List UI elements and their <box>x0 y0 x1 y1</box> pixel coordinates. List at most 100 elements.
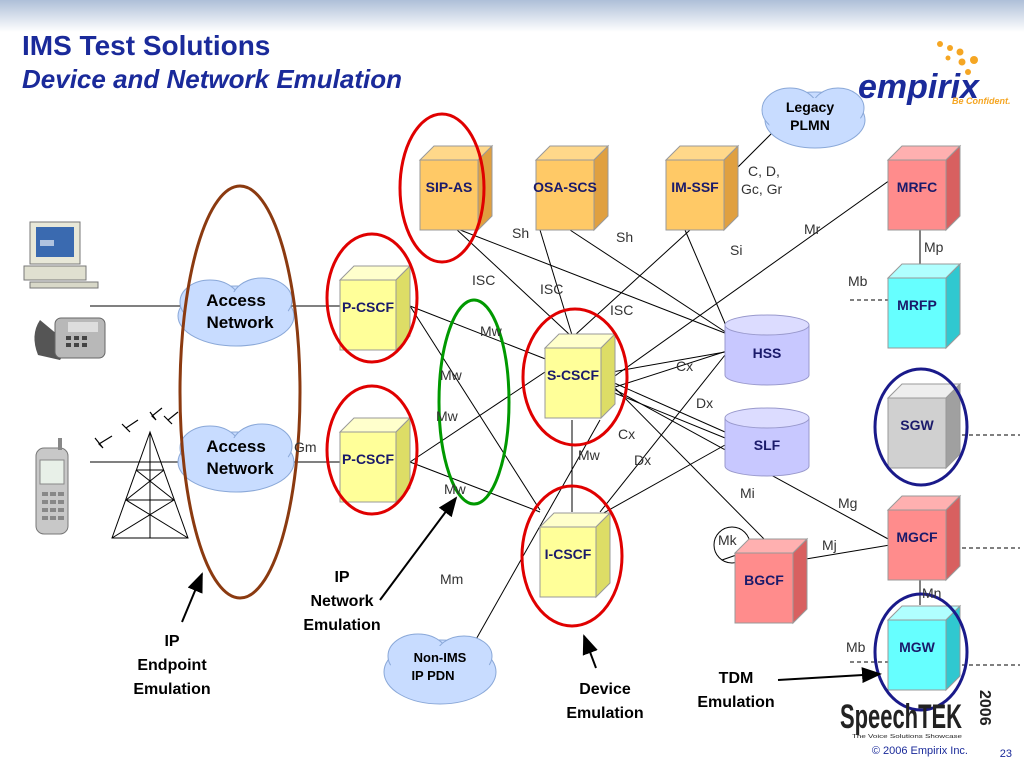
i-cscf-ring <box>520 484 624 628</box>
iface-isc-1: ISC <box>472 272 495 288</box>
iface-mi: Mi <box>740 485 755 501</box>
non-ims-line1: Non-IMS <box>414 650 467 665</box>
node-mgw: MGW <box>886 604 962 692</box>
sip-as-ring <box>398 112 486 264</box>
ip-endpoint-line2: Endpoint <box>137 657 207 674</box>
access-network-2-line1: Access <box>206 437 266 456</box>
iface-cdgcgr-2: Gc, Gr <box>741 181 783 197</box>
node-im-ssf: IM-SSF <box>664 144 740 232</box>
iface-si: Si <box>730 242 742 258</box>
node-bgcf: BGCF <box>733 537 809 625</box>
connection-lines <box>90 129 1020 666</box>
ip-network-line1: IP <box>334 569 349 586</box>
iface-mj: Mj <box>822 537 837 553</box>
speechtek-name: SpeechTEK <box>840 698 962 736</box>
page-number: 23 <box>999 748 1012 760</box>
node-mrfp-label: MRFP <box>897 297 937 313</box>
node-mrfc: MRFC <box>886 144 962 232</box>
sgw-ring <box>873 367 969 487</box>
iface-mb-2: Mb <box>846 639 866 655</box>
slide-title: IMS Test Solutions <box>22 30 271 61</box>
access-network-2-line2: Network <box>206 459 274 478</box>
node-mgcf: MGCF <box>886 494 962 582</box>
node-s-cscf-label: S-CSCF <box>547 367 600 383</box>
iface-mk: Mk <box>718 532 738 548</box>
cloud-access-network-2: Access Network <box>177 423 295 493</box>
ip-endpoint-line3: Emulation <box>133 681 210 698</box>
slf-database: SLF <box>724 407 810 477</box>
ip-endpoint-ring <box>178 184 302 600</box>
logo-dots-icon <box>937 41 978 75</box>
node-p-cscf-2-label: P-CSCF <box>342 451 395 467</box>
node-p-cscf-2: P-CSCF <box>338 416 412 504</box>
node-bgcf-label: BGCF <box>744 572 784 588</box>
ip-network-ring <box>437 298 511 506</box>
iface-mn: Mn <box>922 585 941 601</box>
cloud-legacy-line1: Legacy <box>786 99 834 115</box>
cloud-legacy-plmn: Legacy PLMN <box>761 87 866 149</box>
iface-isc-3: ISC <box>610 302 633 318</box>
top-gradient-bar <box>0 0 1024 32</box>
iface-cdgcgr-1: C, D, <box>748 163 780 179</box>
node-i-cscf-label: I-CSCF <box>545 546 592 562</box>
footer-copyright: © 2006 Empirix Inc. <box>871 745 968 757</box>
iface-sh-1: Sh <box>512 225 529 241</box>
p-cscf-1-ring <box>325 232 419 364</box>
hss-database: HSS <box>724 314 810 386</box>
node-mrfc-label: MRFC <box>897 179 937 195</box>
iface-dx-1: Dx <box>696 395 713 411</box>
iface-cx-2: Cx <box>618 426 635 442</box>
s-cscf-ring <box>521 307 629 447</box>
tdm-line1: TDM <box>719 670 754 687</box>
node-p-cscf-1: P-CSCF <box>338 264 412 352</box>
iface-mw-1: Mw <box>480 323 503 339</box>
iface-mw-5: Mw <box>578 447 601 463</box>
ip-network-line3: Emulation <box>303 617 380 634</box>
tdm-line2: Emulation <box>697 694 774 711</box>
iface-sh-2: Sh <box>616 229 633 245</box>
slide-subtitle: Device and Network Emulation <box>22 64 402 94</box>
iface-mm: Mm <box>440 571 463 587</box>
device-line1: Device <box>579 681 631 698</box>
ip-endpoint-line1: IP <box>164 633 179 650</box>
node-mgw-label: MGW <box>899 639 936 655</box>
mgw-ring <box>873 592 969 712</box>
tdm-arrow <box>777 667 882 684</box>
node-s-cscf: S-CSCF <box>543 332 617 420</box>
node-p-cscf-1-label: P-CSCF <box>342 299 395 315</box>
iface-mw-2: Mw <box>440 367 463 383</box>
node-sgw-label: SGW <box>900 417 934 433</box>
node-osa-scs: OSA-SCS <box>533 144 610 232</box>
desk-phone-icon <box>34 317 106 360</box>
desktop-computer-icon <box>23 221 99 289</box>
device-line2: Emulation <box>566 705 643 722</box>
cloud-non-ims: Non-IMS IP PDN <box>383 633 497 705</box>
iface-mw-3: Mw <box>436 408 459 424</box>
access-network-1-line2: Network <box>206 313 274 332</box>
speechtek-logo: SpeechTEK 2006 The Voice Solutions Showc… <box>840 690 993 740</box>
cloud-legacy-line2: PLMN <box>790 117 830 133</box>
iface-cx-1: Cx <box>676 358 693 374</box>
ip-endpoint-arrow <box>181 572 203 623</box>
node-sip-as-label: SIP-AS <box>426 179 473 195</box>
logo-tagline: Be Confident. <box>952 96 1011 106</box>
iface-gm: Gm <box>294 439 317 455</box>
node-boxes: SIP-AS OSA-SCS IM-SSF MRFC MRFP P-CSCF P-CSCF S… <box>338 144 962 692</box>
speechtek-tagline: The Voice Solutions Showcase <box>852 734 962 740</box>
access-network-1-line1: Access <box>206 291 266 310</box>
node-i-cscf: I-CSCF <box>538 511 612 599</box>
interface-labels: Sh Sh Si Mr C, D, Gc, Gr Mp Mb Mb ISC IS… <box>294 163 944 655</box>
iface-mw-4: Mw <box>444 481 467 497</box>
speechtek-year: 2006 <box>976 690 993 726</box>
iface-isc-2: ISC <box>540 281 563 297</box>
callout-texts: IP Network Emulation IP Endpoint Emulati… <box>133 569 774 722</box>
iface-dx-2: Dx <box>634 452 651 468</box>
ip-network-arrow <box>379 496 458 601</box>
node-mrfp: MRFP <box>886 262 962 350</box>
radio-wave-icons <box>94 407 179 449</box>
radio-tower-icon <box>111 430 189 539</box>
iface-mp: Mp <box>924 239 944 255</box>
ip-network-line2: Network <box>310 593 373 610</box>
